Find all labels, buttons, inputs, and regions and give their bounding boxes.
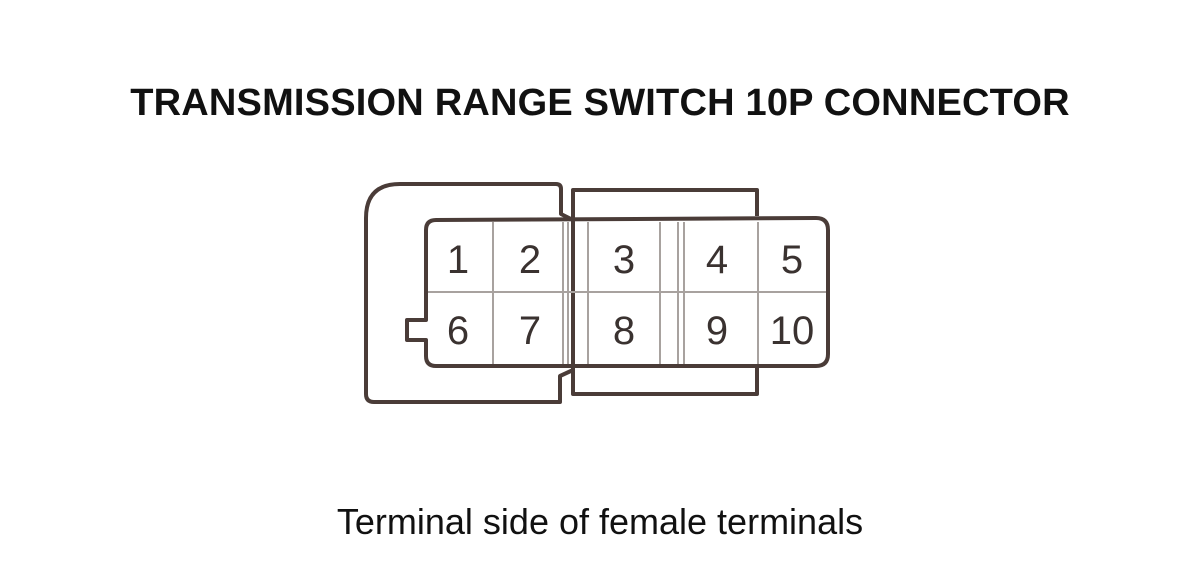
diagram-caption: Terminal side of female terminals: [336, 501, 864, 542]
pin-label-1: 1: [447, 238, 469, 282]
pin-label-3: 3: [613, 238, 635, 282]
pin-label-6: 6: [447, 309, 469, 353]
pin-label-9: 9: [706, 309, 728, 353]
pin-label-4: 4: [706, 238, 728, 282]
pin-label-10: 10: [770, 309, 815, 353]
diagram-title: TRANSMISSION RANGE SWITCH 10P CONNECTOR: [130, 82, 1070, 124]
pin-label-8: 8: [613, 309, 635, 353]
pin-label-5: 5: [781, 238, 803, 282]
connector-housing-center: [571, 188, 759, 396]
pin-label-2: 2: [519, 238, 541, 282]
connector-housing-left: [364, 182, 575, 404]
pin-label-7: 7: [519, 309, 541, 353]
terminal-face-outline: [405, 216, 830, 368]
